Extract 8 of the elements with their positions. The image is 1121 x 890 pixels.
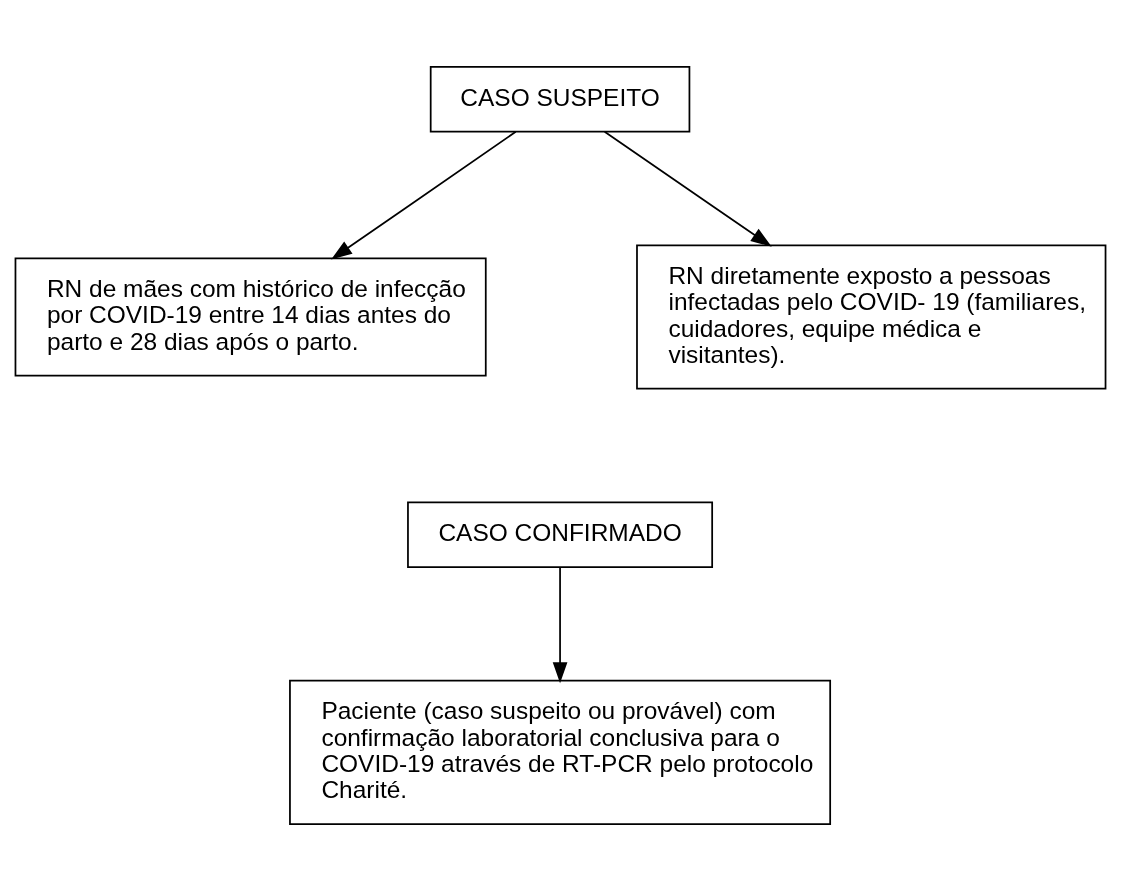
node-box: RN diretamente exposto a pessoas infectadas pelo COVID- 19 (familiares, cuidadores, equipe médica e visitantes).	[636, 243, 1107, 390]
arrow	[331, 130, 517, 260]
node-box: RN de mães com histórico de infecção por COVID-19 entre 14 dias antes do parto e 28 dias após o parto.	[14, 257, 487, 376]
node-box: CASO CONFIRMADO	[407, 500, 714, 568]
node-box: CASO SUSPEITO	[429, 65, 691, 133]
arrow	[552, 565, 568, 683]
node-box: Paciente (caso suspeito ou provável) com confirmação laboratorial conclusiva para o COVID-19 através de RT-PCR pelo protocolo Charité.	[289, 679, 832, 825]
arrow	[603, 130, 772, 247]
